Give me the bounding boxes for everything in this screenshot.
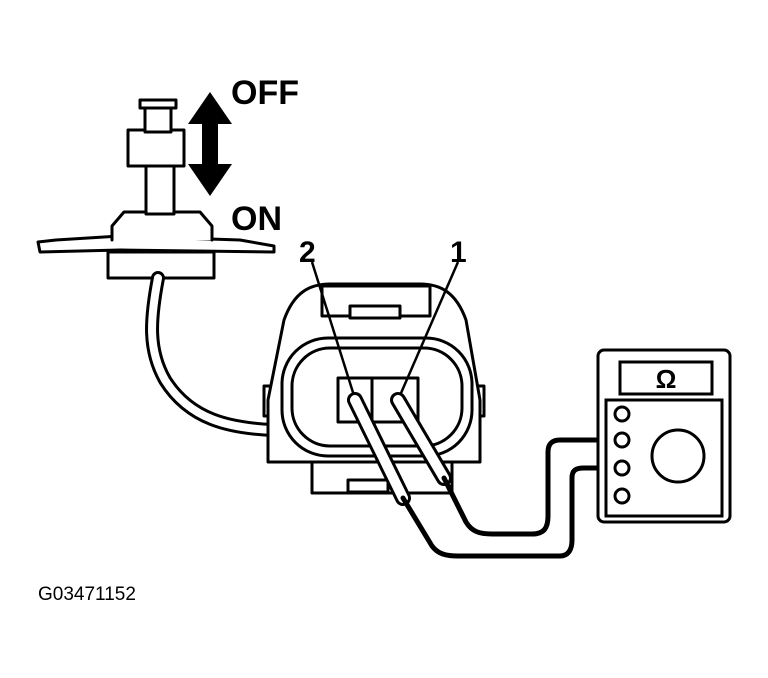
meter-jack-2 (613, 431, 631, 449)
ohm-symbol: Ω (656, 364, 677, 394)
meter-jack-1 (613, 405, 631, 423)
on-label: ON (231, 200, 282, 238)
connector (262, 282, 486, 495)
meter-jack-3 (613, 459, 631, 477)
test-probes (347, 392, 452, 506)
terminal-pointers (310, 261, 460, 403)
off-on-arrow-icon (188, 92, 232, 196)
switch-cable (145, 271, 279, 437)
figure-id: G03471152 (38, 584, 136, 605)
off-label: OFF (231, 74, 299, 112)
switch-assembly (36, 98, 276, 280)
terminal-2-label: 2 (299, 236, 316, 269)
ohmmeter (596, 348, 732, 524)
terminal-1-label: 1 (450, 236, 467, 269)
test-leads (400, 437, 623, 559)
meter-jack-4 (613, 487, 631, 505)
